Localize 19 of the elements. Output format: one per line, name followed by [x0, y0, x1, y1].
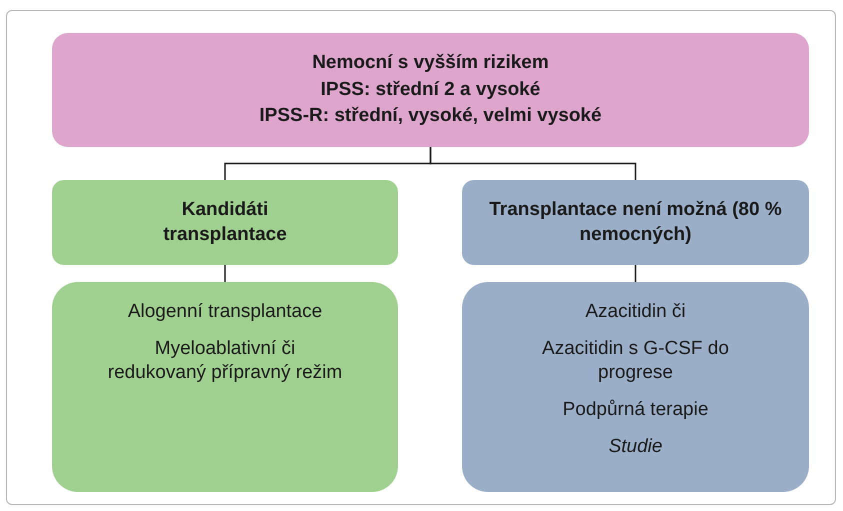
- risk-group-box: [52, 33, 809, 147]
- box-text: Azacitidin či: [585, 300, 686, 324]
- no-transplant-box: [462, 180, 809, 265]
- box-text: Kandidáti transplantace: [162, 198, 288, 246]
- connector-line: [634, 265, 636, 282]
- box-text: Transplantace není možná (80 % nemocných): [488, 198, 783, 246]
- box-text: IPSS: střední 2 a vysoké: [320, 78, 540, 102]
- connector-line: [430, 147, 636, 180]
- box-text: Podpůrná terapie: [562, 398, 708, 422]
- candidate-box: [52, 180, 398, 265]
- box-text: Nemocní s vyšším rizikem: [312, 50, 549, 75]
- connector-line: [224, 265, 226, 282]
- box-text: Studie: [608, 434, 662, 459]
- box-text: IPSS-R: střední, vysoké, velmi vysoké: [259, 104, 602, 128]
- treatment-box: [52, 282, 398, 492]
- treatment-box: [462, 282, 809, 492]
- box-text: Azacitidin s G-CSF do progrese: [541, 336, 730, 386]
- box-text: Myeloablativní či redukovaný přípravný režim: [106, 336, 344, 386]
- box-text: Alogenní transplantace: [128, 300, 322, 324]
